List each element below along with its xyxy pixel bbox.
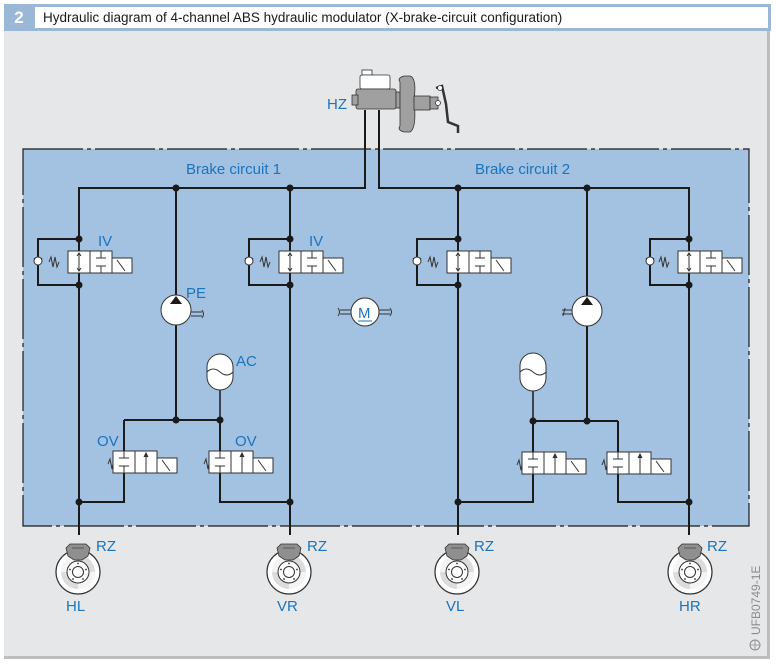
wheel-vr <box>266 543 312 595</box>
return-pump-1 <box>160 294 204 326</box>
outlet-valve-label-2: OV <box>235 433 257 450</box>
junction-dots <box>75 184 693 506</box>
return-pump-label: PE <box>186 285 206 302</box>
pump-motor: M <box>337 297 392 327</box>
outlet-valve-vl <box>516 451 587 475</box>
brake-circuit-1-label: Brake circuit 1 <box>186 161 281 178</box>
wheel-hl <box>55 543 101 595</box>
accumulator-2 <box>519 352 547 392</box>
return-pump-2 <box>562 295 603 327</box>
master-cylinder-label: HZ <box>327 96 347 113</box>
inlet-valve-label-2: IV <box>309 233 323 250</box>
accumulator-label: AC <box>236 353 257 370</box>
outlet-valve-label-1: OV <box>97 433 119 450</box>
figure-code-text: UFB0749-1E <box>749 566 763 635</box>
inlet-valve-vl <box>412 250 512 274</box>
figure-number: 2 <box>14 8 24 27</box>
inlet-valve-hl <box>33 250 133 274</box>
caliper-label-vl: RZ <box>474 538 494 555</box>
motor-label: M <box>358 305 371 322</box>
hydraulic-lines <box>37 110 690 535</box>
inlet-valve-hr <box>645 250 743 274</box>
wheel-label-vl: VL <box>446 598 464 615</box>
wheel-vl <box>434 543 480 595</box>
figure-title: Hydraulic diagram of 4-channel ABS hydra… <box>35 7 768 28</box>
caliper-label-hr: RZ <box>707 538 727 555</box>
wheel-label-hl: HL <box>66 598 85 615</box>
wheel-label-vr: VR <box>277 598 298 615</box>
brake-circuit-2-label: Brake circuit 2 <box>475 161 570 178</box>
caliper-label-hl: RZ <box>96 538 116 555</box>
wheel-hr <box>667 543 713 595</box>
outlet-valve-vr <box>203 450 274 474</box>
wheel-label-hr: HR <box>679 598 701 615</box>
outlet-valve-hr <box>601 451 672 475</box>
inlet-valve-vr <box>244 250 344 274</box>
master-cylinder <box>351 69 460 133</box>
accumulator-1 <box>206 353 234 391</box>
figure-code: UFB0749-1E <box>749 566 763 651</box>
outlet-valve-hl <box>107 450 178 474</box>
inlet-valve-label-1: IV <box>98 233 112 250</box>
figure-header: 2 Hydraulic diagram of 4-channel ABS hyd… <box>4 4 771 31</box>
caliper-label-vr: RZ <box>307 538 327 555</box>
